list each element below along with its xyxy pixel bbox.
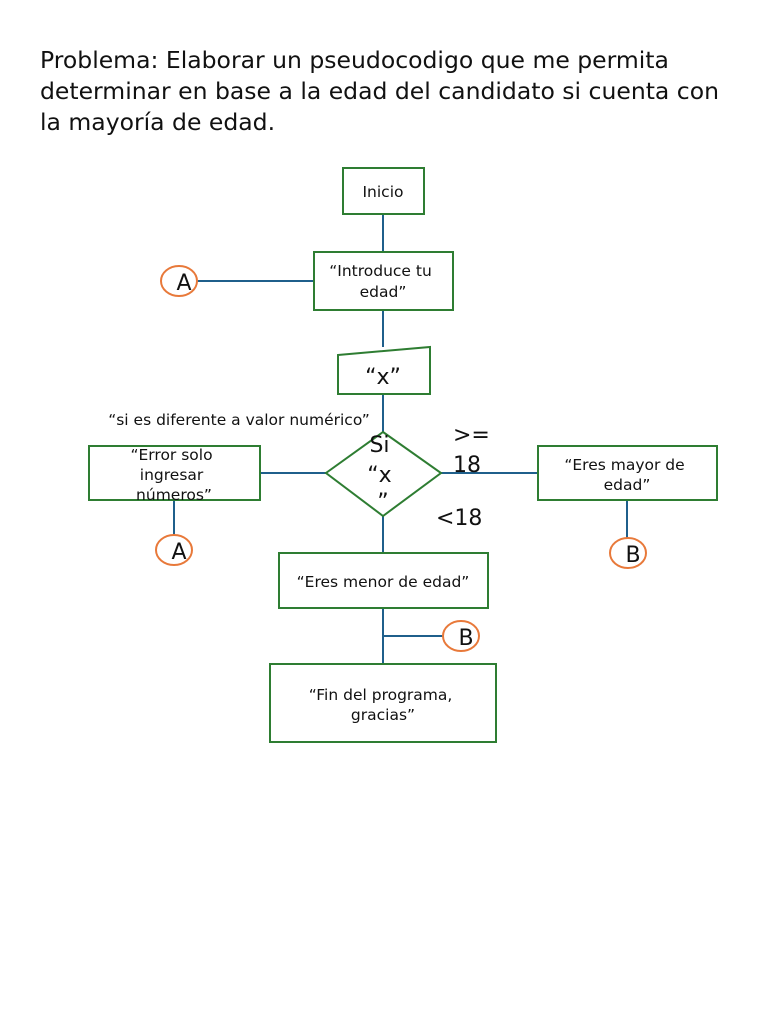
connector-a-top-label: A (176, 271, 191, 296)
minor-label: “Eres menor de edad” (297, 573, 470, 591)
end-label: “Fin del programa, gracias” (309, 686, 458, 724)
ge-18-label: >= 18 (453, 423, 497, 478)
decision-diamond (324, 430, 443, 518)
prompt-label: “Introduce tu edad” (329, 262, 437, 301)
start-box (342, 167, 425, 215)
error-box (88, 445, 261, 501)
connector-a-bottom-label: A (171, 540, 186, 565)
error-label: “Error solo ingresar números” (130, 446, 217, 504)
end-box (269, 663, 497, 743)
connector-b-right-label: B (625, 543, 640, 568)
connector-b-bottom-label: B (458, 626, 473, 651)
connector-a-bottom (155, 534, 193, 566)
prompt-box (313, 251, 454, 311)
decision-label: Si “x ” (367, 433, 398, 515)
connector-a-top (160, 265, 198, 297)
lt-18-label: <18 (436, 506, 482, 531)
connector-b-right (609, 537, 647, 569)
adult-box (537, 445, 718, 501)
input-shape (337, 345, 431, 395)
start-label: Inicio (362, 183, 403, 201)
input-label: “x” (365, 365, 401, 390)
minor-box (278, 552, 489, 609)
connector-b-bottom (442, 620, 480, 652)
invalid-condition-label: “si es diferente a valor numérico” (108, 411, 370, 429)
problem-statement: Problema: Elaborar un pseudocodigo que m… (40, 46, 719, 136)
adult-label: “Eres mayor de edad” (564, 456, 689, 494)
